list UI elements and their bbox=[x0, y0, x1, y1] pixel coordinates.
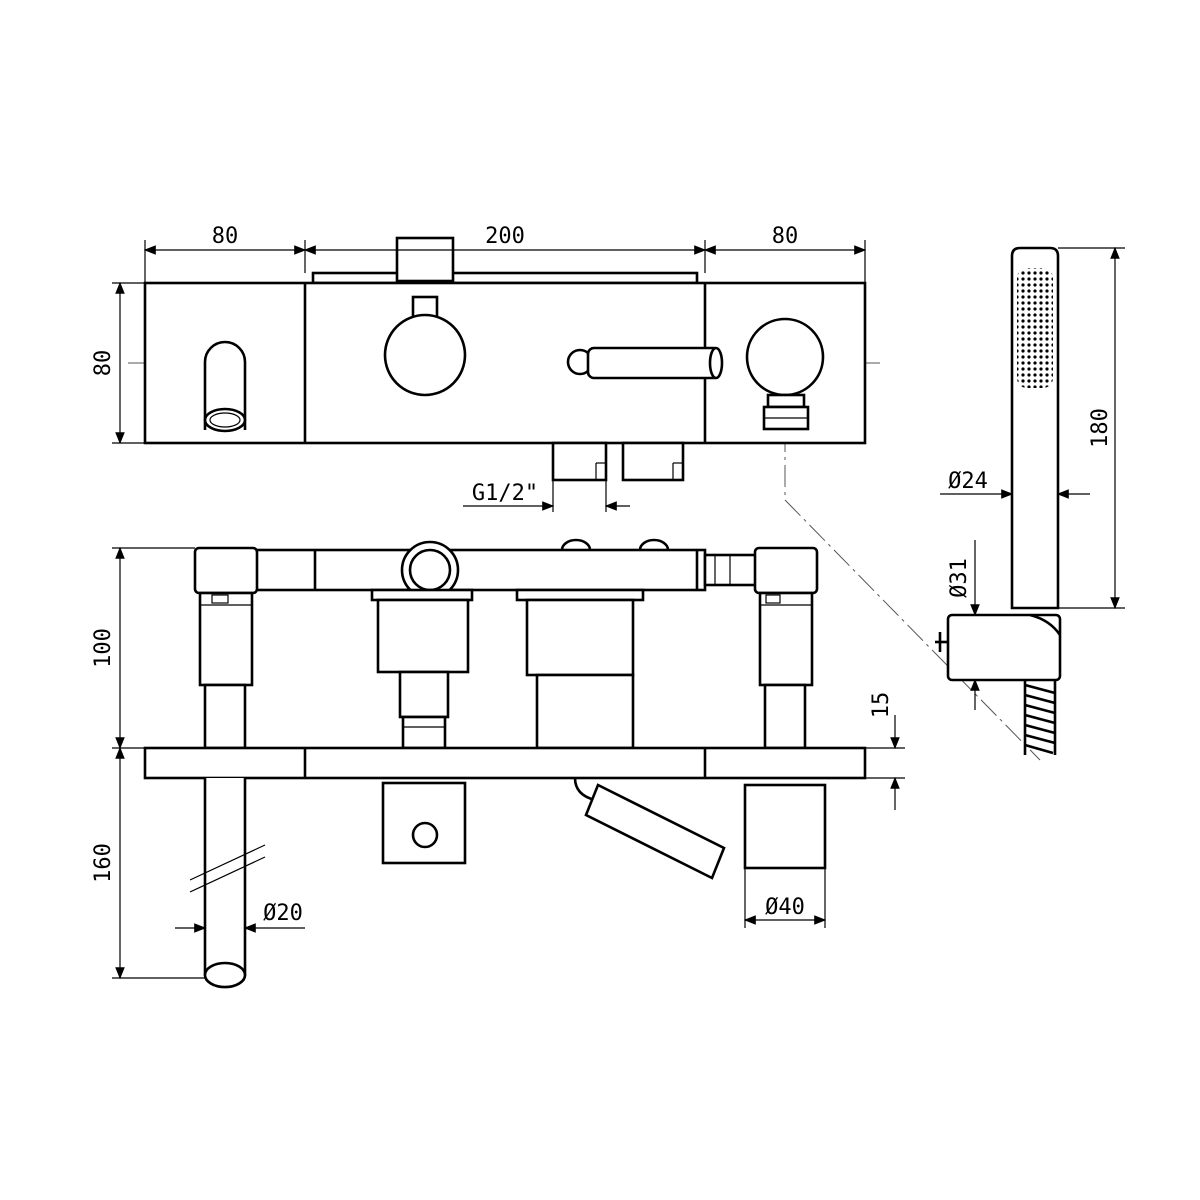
dim-top-height: 80 bbox=[91, 350, 116, 377]
dim-knob-diameter: Ø40 bbox=[765, 895, 805, 920]
dim-plate-thickness: 15 bbox=[869, 692, 894, 719]
side-view: 100 160 15 Ø20 Ø40 bbox=[91, 538, 905, 989]
hand-shower: 180 Ø24 Ø31 bbox=[935, 246, 1125, 755]
dim-holder-diameter: Ø31 bbox=[947, 558, 972, 598]
dim-top-right-width: 80 bbox=[772, 224, 799, 249]
dim-spout-diameter: Ø20 bbox=[263, 901, 303, 926]
dim-side-lower-height: 160 bbox=[91, 843, 116, 883]
dim-side-upper-height: 100 bbox=[91, 628, 116, 668]
dim-hand-shower-diameter: Ø24 bbox=[948, 469, 988, 494]
dim-top-left-width: 80 bbox=[212, 224, 239, 249]
top-view: 80 200 80 80 G1/2" bbox=[91, 224, 1041, 761]
thread-label: G1/2" bbox=[472, 481, 538, 506]
dim-hand-shower-length: 180 bbox=[1088, 408, 1113, 448]
dim-top-center-width: 200 bbox=[485, 224, 525, 249]
